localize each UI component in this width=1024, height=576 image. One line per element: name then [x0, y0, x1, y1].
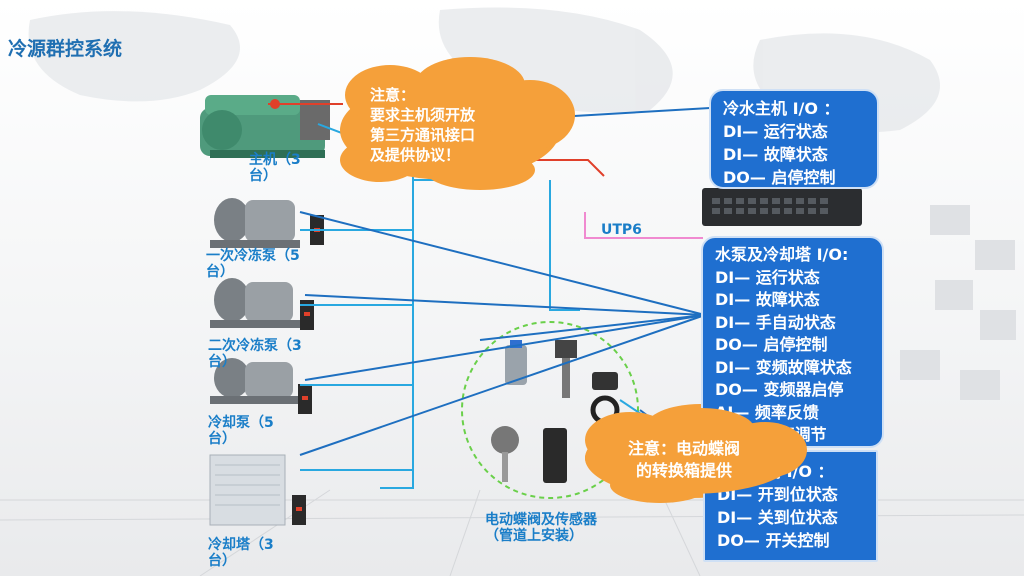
valves-label-line1: 电动蝶阀及传感器 — [485, 512, 597, 528]
valve-group-outline — [461, 321, 639, 499]
valve-note-line1: 注意：电动蝶阀 — [628, 439, 741, 458]
pump2-label: 二次冷冻泵（3 台） — [208, 338, 302, 370]
valve-note-line2: 的转换箱提供 — [636, 461, 733, 480]
chiller-note-line1: 注意： — [370, 86, 416, 104]
chiller-io-item: DO— 启停控制 — [723, 168, 836, 187]
valves-label-line2: （管道上安装） — [485, 528, 583, 544]
chiller-io-title: 冷水主机 I/O ： — [723, 99, 840, 118]
pump2-label-line1: 二次冷冻泵（3 — [208, 338, 302, 354]
valves-label: 电动蝶阀及传感器 （管道上安装） — [485, 512, 597, 544]
tower-label-line1: 冷却塔（3 — [208, 537, 274, 553]
page-title: 冷源群控系统 — [8, 38, 123, 60]
chiller-note-line4: 及提供协议！ — [370, 146, 461, 164]
valve-sensors-image — [491, 340, 620, 483]
chiller-label-line1: 主机（3 — [249, 152, 301, 168]
pump3-label: 冷却泵（5 台） — [208, 415, 274, 447]
pump-tower-io-box: 水泵及冷却塔 I/O: DI— 运行状态 DI— 故障状态 DI— 手自动状态 … — [701, 236, 884, 448]
pump-tower-io-item: DI— 故障状态 — [715, 290, 820, 309]
utp6-label: UTP6 — [601, 222, 642, 238]
pump2-label-line2: 台） — [208, 354, 236, 370]
valve-io-item: DO— 开关控制 — [717, 531, 830, 550]
cooling-tower-image — [209, 454, 306, 526]
pump-tower-io-item: AI— 频率反馈 — [715, 402, 819, 422]
tower-label-line2: 台） — [208, 553, 236, 569]
valve-io-item: DI— 开到位状态 — [717, 485, 838, 504]
chiller-io-box: 冷水主机 I/O ： DI— 运行状态 DI— 故障状态 DO— 启停控制 — [709, 89, 879, 189]
chiller-io-item: DI— 故障状态 — [723, 145, 828, 164]
chiller-note-line2: 要求主机须开放 — [370, 106, 476, 124]
pump-tower-io-item: DO— 启停控制 — [715, 335, 828, 354]
pump3-label-line1: 冷却泵（5 — [208, 415, 274, 431]
chiller-label: 主机（3 台） — [249, 152, 301, 184]
pump1-label-line1: 一次冷冻泵（5 — [206, 248, 300, 264]
pump-tower-io-title: 水泵及冷却塔 I/O: — [715, 245, 849, 264]
pump1-image — [210, 198, 324, 248]
chiller-note-cloud — [340, 57, 575, 190]
chiller-io-item: DI— 运行状态 — [723, 122, 828, 141]
network-switch-image — [702, 188, 862, 226]
pump-tower-io-item: DI— 运行状态 — [715, 267, 820, 287]
chiller-note-line3: 第三方通讯接口 — [370, 126, 476, 144]
chiller-note-text: 注意： 要求主机须开放 第三方通讯接口 及提供协议！ — [370, 85, 475, 165]
pump3-image — [210, 358, 312, 414]
chiller-label-line2: 台） — [249, 168, 277, 184]
pump-tower-io-item: DI— 手自动状态 — [715, 312, 836, 332]
valve-io-item: DI— 关到位状态 — [717, 508, 838, 527]
pump3-label-line2: 台） — [208, 431, 236, 447]
pump-tower-io-item: DO— 变频器启停 — [715, 380, 844, 399]
pump1-label: 一次冷冻泵（5 台） — [206, 248, 300, 280]
valve-note-text: 注意：电动蝶阀 的转换箱提供 — [628, 438, 740, 482]
pump-tower-io-item: DI— 变频故障状态 — [715, 357, 852, 377]
pump1-label-line2: 台） — [206, 264, 234, 280]
pump2-image — [210, 278, 314, 330]
tower-label: 冷却塔（3 台） — [208, 537, 274, 569]
